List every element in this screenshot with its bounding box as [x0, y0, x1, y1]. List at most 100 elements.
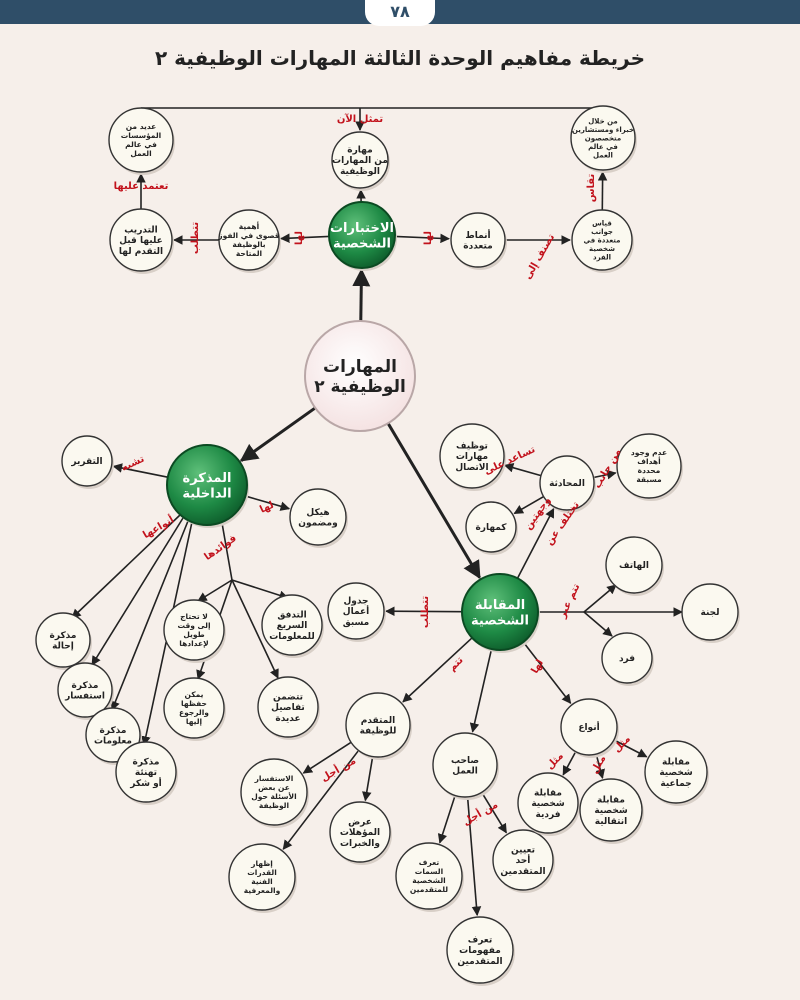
node-i_phone: الهاتف: [605, 536, 664, 596]
connector-branch: [231, 579, 289, 600]
node-circle: [163, 677, 225, 739]
node-text: مسبقة: [636, 475, 662, 484]
node-text: متعددة في: [583, 236, 620, 244]
connector-i_talk-i_skill: [513, 495, 545, 515]
node-circle: [570, 105, 636, 171]
connector-i_applicant-i_show: [282, 749, 360, 850]
node-text: تفاصيل: [271, 703, 305, 713]
node-text: ومضمون: [298, 519, 337, 529]
node-circle: [345, 692, 411, 758]
edge-label: مثل: [545, 751, 566, 772]
edge-label: تتطلب: [190, 222, 201, 254]
node-text: أهداف: [637, 456, 660, 466]
edge-label: تتم: [447, 655, 466, 674]
node-text: المؤسسات: [121, 131, 161, 140]
connector-center-memo: [239, 406, 317, 462]
node-text: جدول: [343, 596, 368, 606]
connector-center-tests: [352, 268, 371, 322]
node-text: أعمال: [343, 605, 369, 617]
node-i_individual: فرد: [601, 632, 654, 686]
node-text: معلومات: [94, 737, 132, 747]
node-text: عدم وجود: [631, 448, 667, 457]
node-circle: [261, 594, 323, 656]
connector-branch: [231, 579, 279, 679]
node-text: السمات: [415, 867, 443, 876]
connector-i_employer-i_concepts: [466, 796, 482, 917]
node-text: مذكرة: [133, 757, 160, 767]
node-circle: [240, 758, 308, 826]
edge-label: فوائدها: [202, 533, 238, 563]
node-text: الاتصال: [455, 463, 488, 473]
node-circle: [289, 488, 347, 546]
node-text: مقابلة: [597, 795, 625, 805]
node-circle: [539, 455, 595, 511]
node-text: متخصصون: [585, 134, 621, 142]
node-text: كمهارة: [475, 523, 507, 533]
node-circle: [61, 435, 113, 487]
edge-label: لها: [294, 231, 305, 245]
node-circle: [439, 423, 505, 489]
edge-label: تتم عبر: [557, 582, 583, 621]
node-circle: [616, 433, 682, 499]
node-text: مذكرة: [50, 631, 77, 641]
connector-branch: [91, 517, 184, 666]
node-circle: [571, 209, 633, 271]
node-text: يمكن: [185, 690, 204, 699]
node-text: في عالم: [588, 143, 618, 151]
node-text: مذكرة: [72, 681, 99, 691]
node-text: المتاحة: [236, 249, 262, 258]
edge-label: لها: [423, 231, 434, 245]
node-text: المؤهلات: [340, 828, 380, 838]
node-text: شخصية: [594, 806, 627, 816]
node-text: شخصية: [589, 245, 615, 253]
node-text: متعددة: [463, 242, 492, 252]
node-circle: [304, 320, 416, 432]
connector-branch: [583, 611, 613, 637]
node-circle: [57, 662, 113, 718]
node-i_skill: كمهارة: [465, 501, 518, 555]
node-circle: [461, 573, 539, 651]
node-text: تعرف: [419, 858, 440, 867]
node-text: الوظيفية ٢: [314, 377, 406, 397]
node-circle: [108, 107, 174, 173]
node-circle: [579, 778, 643, 842]
node-circle: [492, 829, 554, 891]
node-circle: [432, 732, 498, 798]
node-text: فرد: [619, 654, 635, 664]
node-text: لجنة: [701, 608, 720, 618]
node-text: الاختبارات: [330, 221, 394, 236]
node-circle: [109, 208, 173, 272]
connector-interview-i_types: [522, 641, 572, 705]
node-text: المحادثة: [549, 479, 585, 489]
node-text: إحالة: [52, 642, 74, 652]
node-text: مقابلة: [662, 757, 690, 767]
node-text: انتقالية: [595, 817, 628, 827]
connector-interview-i_applicant: [402, 637, 473, 703]
connector-interview-i_talk: [516, 507, 555, 579]
node-text: أو شكر: [129, 777, 162, 789]
node-text: مهارة: [347, 145, 372, 155]
node-text: خبراء ومستشارين: [572, 126, 634, 134]
node-text: للوظيفة: [360, 727, 397, 737]
node-text: إظهار: [250, 859, 273, 868]
node-text: الفنية: [251, 877, 272, 886]
node-circle: [446, 916, 514, 984]
connector-tests-t_importance: [280, 233, 330, 243]
node-text: مهارات: [456, 452, 488, 462]
